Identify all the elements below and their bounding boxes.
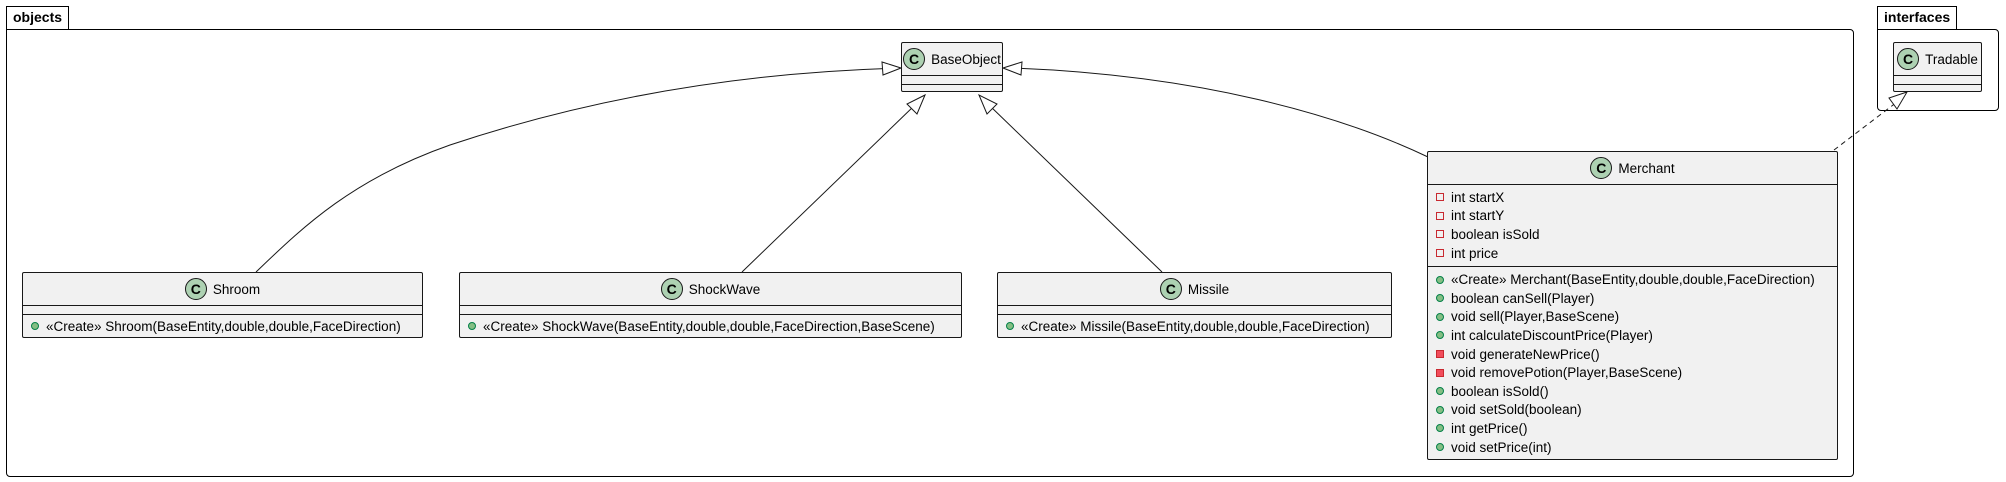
method-text: void setSold(boolean) [1451,402,1582,418]
class-icon: C [660,278,683,300]
method-row: int getPrice() [1428,419,1837,438]
merchant-implements-line [1833,101,1898,151]
method-row: void generateNewPrice() [1428,345,1837,364]
private-icon [1436,211,1444,220]
class-name: ShockWave [688,281,761,297]
method-text: int getPrice() [1451,420,1528,436]
field-row: int price [1428,244,1837,263]
method-row: boolean canSell(Player) [1428,289,1837,308]
public-icon [1436,443,1444,452]
class-missile[interactable]: C Missile «Create» Missile(BaseEntity,do… [997,272,1392,338]
fields-compartment: int startX int startY boolean isSold int… [1428,184,1837,266]
class-name: Merchant [1618,160,1675,176]
public-icon [31,322,39,331]
class-name: Shroom [212,281,261,297]
class-tradable[interactable]: C Tradable [1893,42,1982,92]
class-name: Missile [1187,281,1230,297]
package-interfaces-tab: interfaces [1877,6,1958,30]
field-row: boolean isSold [1428,225,1837,244]
field-row: int startX [1428,188,1837,207]
class-name: BaseObject [931,51,1001,67]
field-text: int startX [1451,189,1505,205]
method-text: void sell(Player,BaseScene) [1451,309,1620,325]
method-row: «Create» Missile(BaseEntity,double,doubl… [998,317,1391,336]
method-text: void generateNewPrice() [1451,346,1600,362]
private-icon [1436,193,1444,202]
shockwave-generalization-arrow [906,93,926,115]
field-text: int startY [1451,208,1505,224]
missile-extends-line [988,104,1163,273]
methods-compartment: «Create» Merchant(BaseEntity,double,doub… [1428,266,1837,456]
field-row: int startY [1428,207,1837,226]
method-text: «Create» Missile(BaseEntity,double,doubl… [1021,318,1370,334]
method-text: boolean canSell(Player) [1451,290,1595,306]
method-row: boolean isSold() [1428,382,1837,401]
class-icon: C [1590,157,1613,179]
public-icon [1436,275,1444,284]
method-text: boolean isSold() [1451,383,1549,399]
merchant-realization-arrow [1888,91,1909,110]
method-row: void removePotion(Player,BaseScene) [1428,363,1837,382]
public-icon [1436,331,1444,340]
method-text: «Create» Merchant(BaseEntity,double,doub… [1451,272,1815,288]
method-text: «Create» ShockWave(BaseEntity,double,dou… [483,318,935,334]
class-merchant[interactable]: C Merchant int startX int startY boolean… [1427,151,1838,460]
method-row: «Create» Shroom(BaseEntity,double,double… [23,317,422,336]
method-text: «Create» Shroom(BaseEntity,double,double… [46,318,401,334]
class-shroom[interactable]: C Shroom «Create» Shroom(BaseEntity,doub… [22,272,423,338]
shroom-generalization-arrow [881,61,903,76]
method-text: int calculateDiscountPrice(Player) [1451,327,1653,343]
class-name: Tradable [1925,51,1978,67]
shockwave-extends-line [741,104,916,273]
missile-generalization-arrow [978,93,998,115]
class-icon: C [184,278,207,300]
merchant-extends-line [1011,67,1429,158]
public-icon [468,322,476,331]
private-icon [1436,368,1444,377]
package-objects-tab: objects [6,6,70,30]
class-icon: C [1897,48,1920,70]
private-icon [1436,249,1444,258]
method-row: int calculateDiscountPrice(Player) [1428,326,1837,345]
private-icon [1436,350,1444,359]
public-icon [1436,405,1444,414]
public-icon [1436,294,1444,303]
method-row: void setPrice(int) [1428,438,1837,457]
field-text: boolean isSold [1451,226,1540,242]
public-icon [1436,387,1444,396]
class-icon: C [903,48,926,70]
class-shockwave[interactable]: C ShockWave «Create» ShockWave(BaseEntit… [459,272,962,338]
class-baseobject[interactable]: C BaseObject [901,42,1003,92]
class-icon: C [1159,278,1182,300]
method-row: «Create» Merchant(BaseEntity,double,doub… [1428,270,1837,289]
shroom-extends-line [255,67,902,273]
public-icon [1006,322,1014,331]
public-icon [1436,424,1444,433]
field-text: int price [1451,245,1499,261]
method-row: void sell(Player,BaseScene) [1428,308,1837,327]
method-text: void removePotion(Player,BaseScene) [1451,365,1683,381]
public-icon [1436,312,1444,321]
private-icon [1436,230,1444,239]
method-text: void setPrice(int) [1451,439,1552,455]
method-row: «Create» ShockWave(BaseEntity,double,dou… [460,317,961,336]
method-row: void setSold(boolean) [1428,401,1837,420]
merchant-generalization-arrow [1001,61,1023,76]
